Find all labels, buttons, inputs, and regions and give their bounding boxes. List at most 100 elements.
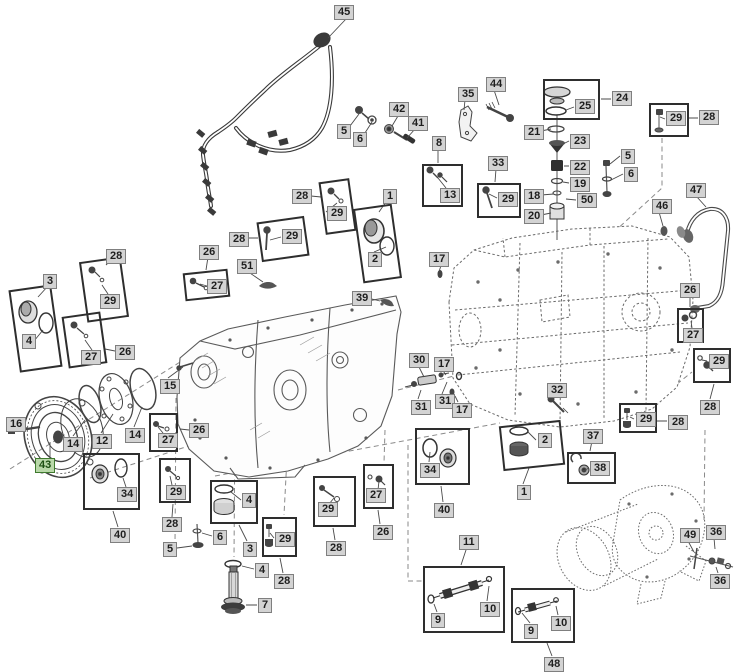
part-label-7[interactable]: 7 (258, 598, 273, 613)
part-label-29[interactable]: 29 (166, 485, 187, 500)
part-label-26[interactable]: 26 (373, 525, 394, 540)
part-label-20[interactable]: 20 (524, 209, 545, 224)
part-label-1[interactable]: 1 (517, 485, 532, 500)
part-label-51[interactable]: 51 (237, 259, 258, 274)
part-label-10[interactable]: 10 (480, 602, 501, 617)
part-label-29[interactable]: 29 (275, 532, 296, 547)
part-label-28[interactable]: 28 (292, 189, 313, 204)
part-label-26[interactable]: 26 (199, 245, 220, 260)
part-label-30[interactable]: 30 (409, 353, 430, 368)
part-label-10[interactable]: 10 (551, 616, 572, 631)
part-label-23[interactable]: 23 (570, 134, 591, 149)
part-label-27[interactable]: 27 (207, 279, 228, 294)
part-label-11[interactable]: 11 (459, 535, 479, 550)
part-label-43[interactable]: 43 (35, 458, 56, 473)
part-label-28[interactable]: 28 (668, 415, 689, 430)
part-label-6[interactable]: 6 (353, 132, 368, 147)
part-label-22[interactable]: 22 (570, 160, 591, 175)
part-label-26[interactable]: 26 (115, 345, 136, 360)
part-label-45[interactable]: 45 (334, 5, 355, 20)
part-label-6[interactable]: 6 (213, 530, 228, 545)
part-label-9[interactable]: 9 (431, 613, 446, 628)
part-label-17[interactable]: 17 (429, 252, 450, 267)
part-label-39[interactable]: 39 (352, 291, 373, 306)
part-label-17[interactable]: 17 (452, 403, 473, 418)
part-label-36[interactable]: 36 (710, 574, 731, 589)
part-label-34[interactable]: 34 (117, 487, 138, 502)
part-label-28[interactable]: 28 (274, 574, 295, 589)
part-label-16[interactable]: 16 (6, 417, 27, 432)
part-label-17[interactable]: 17 (434, 357, 455, 372)
part-label-29[interactable]: 29 (318, 502, 339, 517)
part-label-14[interactable]: 14 (125, 428, 146, 443)
part-label-28[interactable]: 28 (229, 232, 250, 247)
part-label-21[interactable]: 21 (524, 125, 545, 140)
part-label-29[interactable]: 29 (327, 206, 348, 221)
part-label-32[interactable]: 32 (547, 383, 568, 398)
part-label-40[interactable]: 40 (110, 528, 131, 543)
part-label-29[interactable]: 29 (100, 294, 121, 309)
part-label-28[interactable]: 28 (699, 110, 720, 125)
part-label-33[interactable]: 33 (488, 156, 509, 171)
part-label-18[interactable]: 18 (524, 189, 545, 204)
part-label-41[interactable]: 41 (408, 116, 429, 131)
part-label-49[interactable]: 49 (680, 528, 701, 543)
part-label-3[interactable]: 3 (43, 274, 58, 289)
part-label-37[interactable]: 37 (583, 429, 604, 444)
part-label-9[interactable]: 9 (524, 624, 539, 639)
part-label-8[interactable]: 8 (432, 136, 447, 151)
part-label-1[interactable]: 1 (383, 189, 398, 204)
part-label-14[interactable]: 14 (63, 437, 84, 452)
wiring-harness (196, 32, 334, 216)
part-label-12[interactable]: 12 (92, 434, 113, 449)
part-label-24[interactable]: 24 (612, 91, 633, 106)
part-label-48[interactable]: 48 (544, 657, 565, 672)
part-label-6[interactable]: 6 (624, 167, 639, 182)
part-label-4[interactable]: 4 (22, 334, 37, 349)
part-label-27[interactable]: 27 (81, 350, 102, 365)
part-label-28[interactable]: 28 (700, 400, 721, 415)
part-label-15[interactable]: 15 (160, 379, 181, 394)
part-label-2[interactable]: 2 (368, 252, 383, 267)
part-label-29[interactable]: 29 (282, 229, 303, 244)
part-label-5[interactable]: 5 (621, 149, 636, 164)
part-label-19[interactable]: 19 (570, 177, 591, 192)
part-label-5[interactable]: 5 (337, 124, 352, 139)
part-label-28[interactable]: 28 (162, 517, 183, 532)
part-label-4[interactable]: 4 (255, 563, 270, 578)
part-label-29[interactable]: 29 (636, 412, 657, 427)
part-label-40[interactable]: 40 (434, 503, 455, 518)
part-label-38[interactable]: 38 (590, 461, 611, 476)
part-label-44[interactable]: 44 (486, 77, 507, 92)
part-group-box (693, 348, 731, 383)
part-label-26[interactable]: 26 (680, 283, 701, 298)
part-label-13[interactable]: 13 (440, 188, 461, 203)
part-group-box (477, 183, 521, 218)
part-group-box (159, 458, 191, 503)
part-group-box (543, 79, 600, 120)
part-label-34[interactable]: 34 (420, 463, 441, 478)
part-label-28[interactable]: 28 (326, 541, 347, 556)
differential-housing (556, 485, 707, 605)
part-label-29[interactable]: 29 (666, 111, 687, 126)
part-label-28[interactable]: 28 (106, 249, 127, 264)
part-label-31[interactable]: 31 (411, 400, 432, 415)
part-label-31[interactable]: 31 (435, 394, 456, 409)
part-label-4[interactable]: 4 (242, 493, 257, 508)
part-label-35[interactable]: 35 (458, 87, 479, 102)
part-label-50[interactable]: 50 (577, 193, 598, 208)
part-label-46[interactable]: 46 (652, 199, 673, 214)
part-label-36[interactable]: 36 (706, 525, 727, 540)
part-label-27[interactable]: 27 (366, 488, 387, 503)
part-label-42[interactable]: 42 (389, 102, 410, 117)
part-label-47[interactable]: 47 (686, 183, 707, 198)
part-label-3[interactable]: 3 (243, 542, 258, 557)
part-label-27[interactable]: 27 (158, 433, 179, 448)
part-label-29[interactable]: 29 (498, 192, 519, 207)
part-label-29[interactable]: 29 (709, 354, 730, 369)
part-label-25[interactable]: 25 (575, 99, 596, 114)
part-label-27[interactable]: 27 (683, 328, 704, 343)
part-label-5[interactable]: 5 (163, 542, 178, 557)
part-label-2[interactable]: 2 (538, 433, 553, 448)
part-label-26[interactable]: 26 (189, 423, 210, 438)
